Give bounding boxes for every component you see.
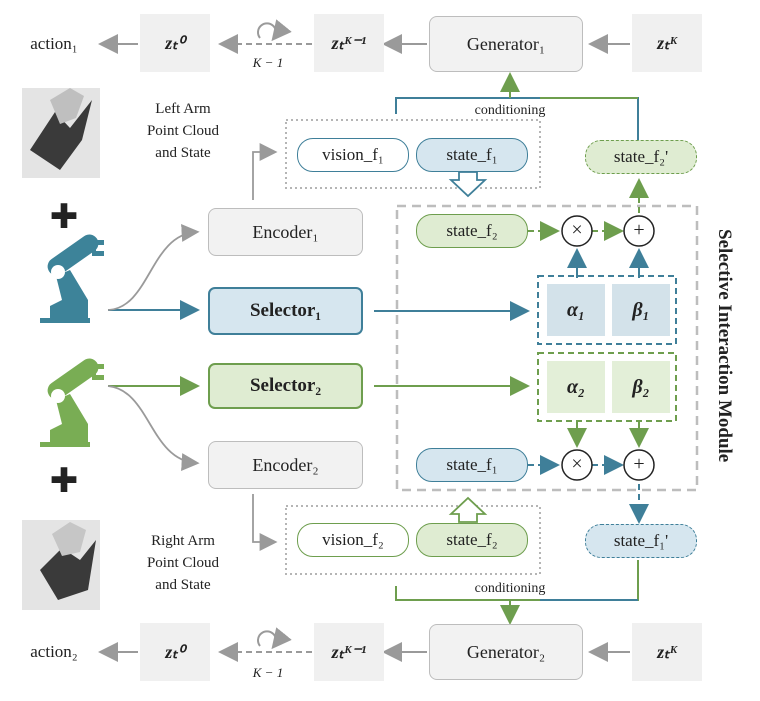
state-out-bottom: state_f₁' [585,524,697,558]
conditioning-bracket-bottom-green [395,560,639,601]
arrow-robot1-to-encoder1 [107,223,200,311]
encoder2-box: Encoder₂ [208,441,363,489]
right-arm-caption-line: Right Arm [151,533,215,549]
state-feature-top: state_f₁ [416,138,528,172]
plus-op-top [623,215,655,247]
plus-symbol-bottom: + [633,453,645,475]
module-state-in-bottom: state_f₁ [416,448,528,482]
conditioning-label-bottom: conditioning [474,581,546,596]
coef-frame-blue [537,275,677,345]
module-state-in-top: state_f₂ [416,214,528,248]
right-arm-caption: Right Arm Point Cloud and State [128,530,238,596]
feature-frame-top [285,119,541,189]
encoder1-box: Encoder₁ [208,208,363,256]
action1-label: action₁ [30,34,78,53]
zk-bottom-box: zₜᴷ [632,623,702,681]
beta1-coef: β₁ [612,284,670,336]
robot-arm-icon-blue [40,234,104,323]
plus-symbol-top: + [633,219,645,241]
times-symbol-top: × [571,219,583,241]
times-symbol-bottom: × [571,453,583,475]
right-arm-caption-line: Point Cloud [146,555,220,571]
generator2-box: Generator₂ [429,624,583,680]
left-arm-caption: Left Arm Point Cloud and State [128,98,238,164]
times-op-bottom [561,449,593,481]
arrow-encoder2-to-features [252,494,278,551]
left-arm-caption-line: Point Cloud [146,123,220,139]
coef-frame-green [537,352,677,422]
generator1-box: Generator₁ [429,16,583,72]
loop-label-top: K − 1 [252,55,284,70]
hollow-arrow-down [448,171,488,198]
right-arm-caption-line: and State [155,577,211,593]
left-point-cloud-image [22,88,100,178]
state-feature-bottom: state_f₂ [416,523,528,557]
zk-top-box: zₜᴷ [632,14,702,72]
vision-feature-bottom: vision_f₂ [297,523,409,557]
selector1-box: Selector₁ [208,287,363,335]
zk1-bottom-box: zₜᴷ⁻¹ [314,623,384,681]
plus-icon-top: ✚ [49,199,79,236]
beta2-coef: β₂ [612,361,670,413]
conditioning-bracket-top-blue [395,97,639,146]
plus-op-bottom [623,449,655,481]
module-frame [395,204,699,492]
arrow-encoder1-to-features [252,143,278,200]
left-arm-caption-line: Left Arm [155,101,211,117]
robot-arm-icon-green [40,358,104,447]
feature-frame-bottom [285,505,541,575]
z0-bottom-box: zₜ⁰ [140,623,210,681]
arrow-robot2-to-encoder2 [107,385,200,472]
loop-icon-top [257,19,292,42]
selector2-box: Selector₂ [208,363,363,409]
zk1-top-box: zₜᴷ⁻¹ [314,14,384,72]
times-op-top [561,215,593,247]
alpha1-coef: α₁ [547,284,605,336]
right-point-cloud-image [22,520,100,610]
conditioning-label-top: conditioning [474,103,546,118]
alpha2-coef: α₂ [547,361,605,413]
left-arm-caption-line: and State [155,145,211,161]
plus-icon-bottom: ✚ [49,463,79,500]
z0-top-box: zₜ⁰ [140,14,210,72]
action2-label: action₂ [30,642,78,661]
module-title: Selective Interaction Module [714,229,735,463]
loop-icon-bottom [257,627,292,650]
hollow-arrow-up [448,496,488,523]
vision-feature-top: vision_f₁ [297,138,409,172]
state-out-top: state_f₂' [585,140,697,174]
loop-label-bottom: K − 1 [252,665,284,680]
